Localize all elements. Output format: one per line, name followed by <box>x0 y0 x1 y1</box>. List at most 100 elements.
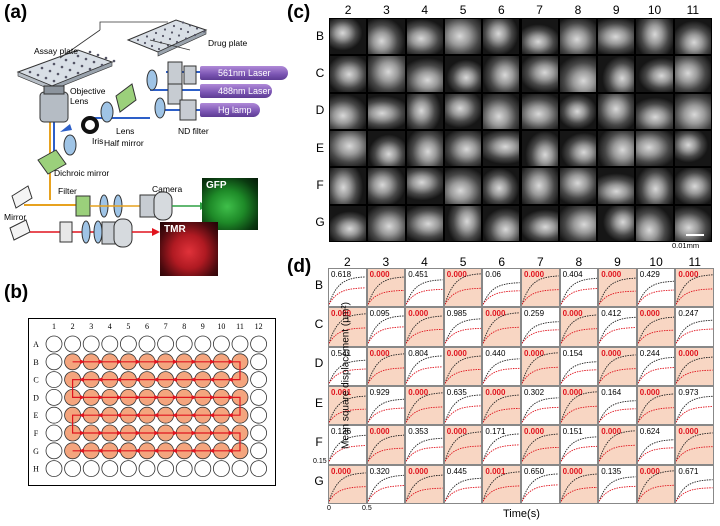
p-value: 0.929 <box>369 388 390 397</box>
cell-image-D11 <box>674 93 711 129</box>
cell-image-G3 <box>368 205 405 241</box>
grid-col-2: 2 <box>344 3 352 17</box>
p-value: 0.451 <box>408 270 429 279</box>
scan-arrow <box>190 412 196 418</box>
control-curve <box>676 328 713 344</box>
cell-image-B9 <box>598 19 635 55</box>
drug-curve <box>560 314 598 344</box>
cell-image-G9 <box>598 205 635 241</box>
msd-cell-B3: 0.000 <box>366 268 406 308</box>
well-C12 <box>250 371 268 388</box>
iris-label: Iris <box>92 136 104 146</box>
well-H2 <box>64 460 81 478</box>
scan-arrow <box>210 430 216 436</box>
control-curve <box>560 328 598 344</box>
cell-image-G5 <box>444 205 482 241</box>
msd-cell-D4: 0.804 <box>405 346 444 386</box>
grid-col-3: 3 <box>383 3 390 17</box>
x-axis-label: Time(s) <box>503 508 540 520</box>
cell-image-D3 <box>368 93 405 129</box>
grid-col-7: 7 <box>536 3 543 17</box>
p-value: 0.973 <box>678 388 699 397</box>
control-curve <box>406 406 443 423</box>
drug-curve <box>406 474 443 502</box>
cell-image-E11 <box>674 131 711 167</box>
well-B1 <box>45 353 63 371</box>
msd-cell-C6: 0.000 <box>482 307 521 347</box>
well-A5 <box>120 335 137 353</box>
scan-arrow <box>134 377 140 383</box>
grid-row-G: G <box>315 215 325 230</box>
drug-curve <box>637 439 675 462</box>
cell-image-B3 <box>368 19 405 55</box>
p-value: 0.000 <box>446 348 467 358</box>
control-curve <box>676 487 713 502</box>
drug-plate-label: Drug plate <box>208 38 248 48</box>
drug-curve <box>483 433 520 462</box>
p-value: 0.000 <box>601 348 622 358</box>
laser-488: 488nm Laser <box>200 84 272 98</box>
control-curve <box>329 445 366 462</box>
drug-curve <box>329 395 366 423</box>
p-value: 0.000 <box>601 427 622 437</box>
control-curve <box>599 485 636 502</box>
drug-curve <box>560 277 598 305</box>
drug-curve <box>676 478 713 502</box>
drug-curve <box>599 476 636 502</box>
p-value: 0.154 <box>562 348 583 358</box>
control-curve <box>676 446 713 462</box>
panel-a-label: (a) <box>4 2 28 23</box>
x-tick-05: 0.5 <box>362 505 372 512</box>
msd-col-7: 7 <box>536 255 544 269</box>
filter-label: Filter <box>58 186 77 196</box>
drug-curve <box>444 477 482 502</box>
cell-image-D8 <box>559 93 597 129</box>
well-A11 <box>231 335 249 353</box>
p-value: 0.000 <box>678 270 699 279</box>
drug-curve <box>367 398 405 423</box>
msd-col-8: 8 <box>575 255 583 269</box>
control-curve <box>522 447 559 462</box>
p-value: 0.000 <box>331 309 352 319</box>
plate-row-B: B <box>33 358 38 367</box>
p-value: 0.000 <box>562 388 583 397</box>
drug-plate-icon <box>126 19 208 57</box>
drug-curve <box>560 360 598 384</box>
mirror-label: Mirror <box>4 212 27 222</box>
msd-cell-E11: 0.973 <box>675 386 714 426</box>
cell-image-G2 <box>330 205 367 241</box>
grid-col-10: 10 <box>647 3 662 17</box>
control-curve <box>637 407 675 423</box>
control-curve <box>444 287 482 305</box>
drug-curve <box>599 317 636 344</box>
p-value: 0.412 <box>601 309 622 319</box>
cell-image-D9 <box>598 93 635 129</box>
msd-row-F: F <box>315 435 323 449</box>
cell-image-B6 <box>483 19 520 55</box>
control-curve <box>444 328 482 344</box>
scan-arrow <box>153 412 159 418</box>
control-curve <box>483 407 520 423</box>
scan-arrow <box>117 430 123 436</box>
cell-image-D6 <box>483 93 520 129</box>
msd-cell-D11: 0.000 <box>675 346 714 386</box>
grid-row-D: D <box>315 103 325 118</box>
x-tick-0: 0 <box>327 505 331 512</box>
p-value: 0.000 <box>562 309 583 319</box>
scan-arrow <box>154 394 160 400</box>
scan-arrow <box>210 359 216 365</box>
plate-row-F: F <box>34 429 39 438</box>
p-value: 0.247 <box>678 309 699 319</box>
control-curve <box>637 447 675 462</box>
grid-col-4: 4 <box>421 3 429 17</box>
drug-curve <box>637 356 675 384</box>
msd-cell-C5: 0.985 <box>443 307 483 347</box>
control-curve <box>522 366 559 384</box>
gfp-label: GFP <box>206 180 227 191</box>
control-curve <box>522 484 559 502</box>
scan-arrow <box>209 412 215 418</box>
control-curve <box>599 445 636 462</box>
tmr-label: TMR <box>164 224 186 235</box>
p-value: 0.000 <box>485 309 506 319</box>
drug-curve <box>599 400 636 423</box>
